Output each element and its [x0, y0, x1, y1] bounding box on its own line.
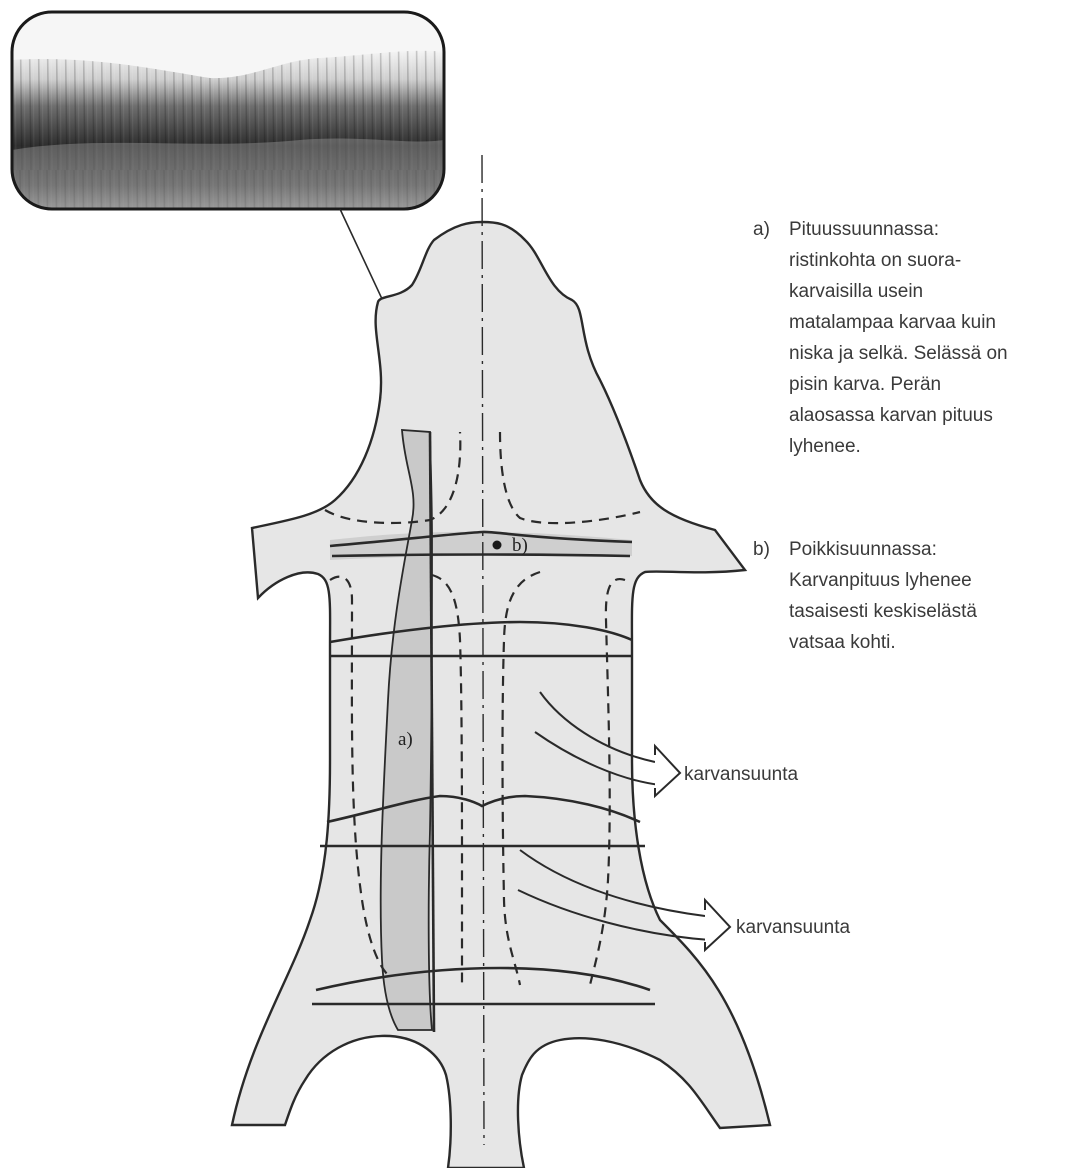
caption-a-line: lyhenee.: [789, 431, 1008, 462]
caption-b-line: Karvanpituus lyhenee: [789, 565, 977, 596]
arrow-label-2: karvansuunta: [736, 917, 850, 939]
dog-body-outline: [232, 222, 770, 1168]
arrow-head-1: [655, 746, 680, 796]
caption-b-line: Poikkisuunnassa:: [789, 534, 977, 565]
marker-a-label: a): [398, 729, 413, 750]
caption-a-line: karvaisilla usein: [789, 276, 1008, 307]
caption-b-line: tasaisesti keskiselästä: [789, 596, 977, 627]
caption-b: b) Poikkisuunnassa: Karvanpituus lyhenee…: [789, 534, 977, 658]
caption-a-line: pisin karva. Perän: [789, 369, 1008, 400]
caption-a-line: matalampaa karvaa kuin: [789, 307, 1008, 338]
caption-a-line: ristinkohta on suora-: [789, 245, 1008, 276]
arrow-label-1: karvansuunta: [684, 764, 798, 786]
caption-a: a) Pituussuunnassa: ristinkohta on suora…: [789, 214, 1008, 462]
caption-b-marker: b): [753, 534, 770, 565]
point-b-dot: [493, 541, 502, 550]
caption-a-marker: a): [753, 214, 770, 245]
caption-b-line: vatsaa kohti.: [789, 627, 977, 658]
caption-a-line: alaosassa karvan pituus: [789, 400, 1008, 431]
caption-a-line: Pituussuunnassa:: [789, 214, 1008, 245]
caption-a-line: niska ja selkä. Selässä on: [789, 338, 1008, 369]
arrow-head-2: [705, 900, 730, 950]
hair-closeup-image: [12, 12, 444, 209]
marker-b-label: b): [512, 535, 528, 556]
